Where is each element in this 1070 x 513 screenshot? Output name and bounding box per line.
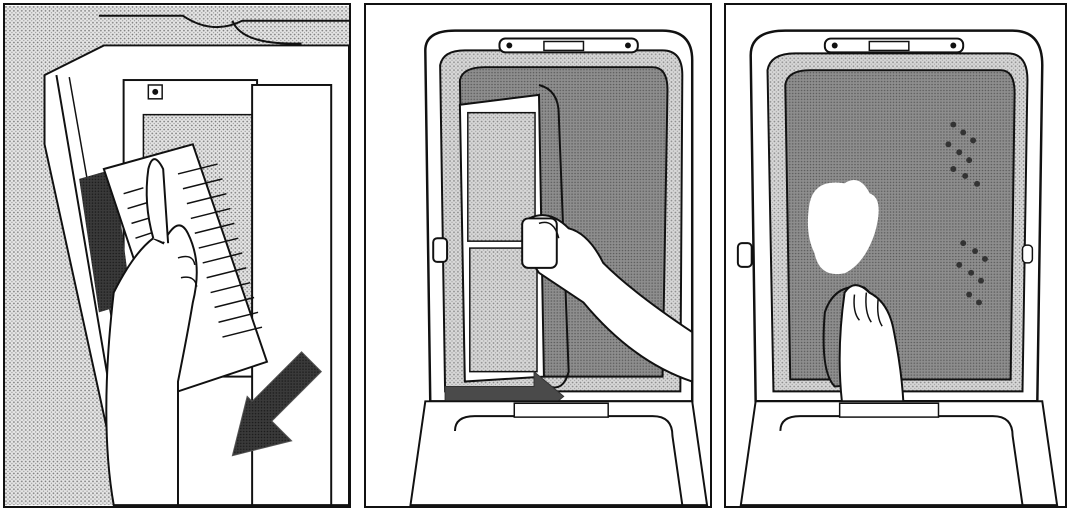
filter-tab [522,218,557,267]
latch-screw-left [832,43,838,49]
latch-screw-right [625,42,631,48]
latch-button [869,42,909,51]
door-hinge [738,243,752,267]
filter-removal-illustration [5,5,349,506]
lower-hinge [514,403,608,417]
door-hinge [433,238,447,262]
lower-hinge [840,403,939,417]
latch-button [544,41,584,50]
screw-head [152,89,158,95]
drum-wipe-illustration [726,5,1065,506]
door-filter-illustration [366,5,710,506]
panel-drum-wipe [724,3,1067,508]
panel-door-filter-removal [364,3,712,508]
latch-screw-left [506,42,512,48]
panel-filter-removal [3,3,351,508]
door-catch [1023,245,1033,263]
latch-screw-right [950,43,956,49]
